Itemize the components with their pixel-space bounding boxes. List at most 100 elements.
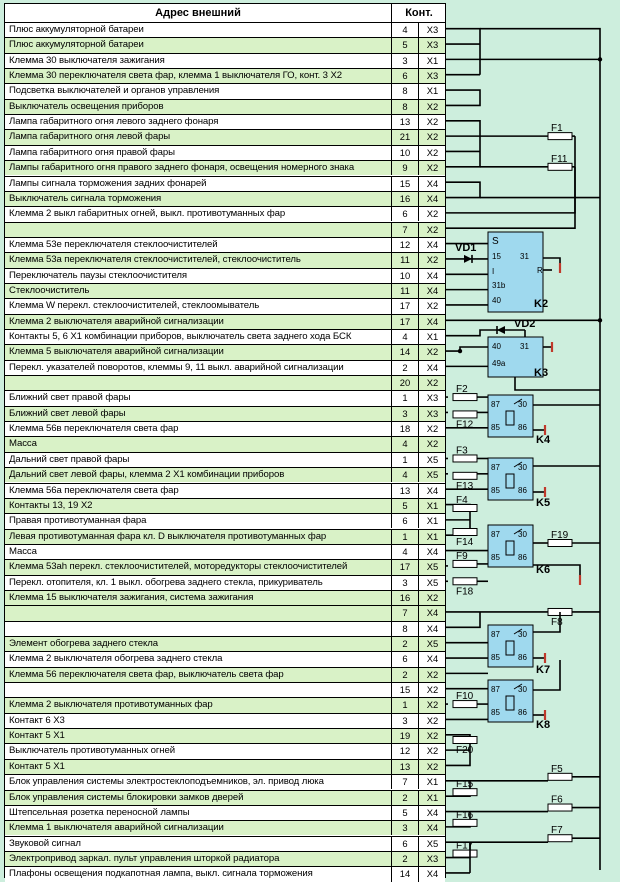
table-row: Клемма 53а переключателя стеклоочистител… (5, 252, 445, 268)
row-connector: X2 (418, 207, 446, 222)
wire (446, 136, 576, 214)
relay-terminal: 87 (491, 530, 500, 539)
row-connector: X2 (418, 729, 446, 744)
row-connector: X2 (418, 299, 446, 314)
row-connector: X4 (418, 176, 446, 191)
relay-coil (505, 540, 515, 556)
row-address: Правая противотуманная фара (9, 515, 147, 527)
row-connector: X4 (418, 821, 446, 836)
row-address: Клемма 5 выключателя аварийной сигнализа… (9, 346, 224, 358)
row-address: Переключатель паузы стеклоочистителя (9, 269, 187, 281)
row-address: Клемма 30 переключателя света фар, клемм… (9, 70, 342, 82)
row-connector: X2 (418, 161, 446, 176)
k2-terminal: S (492, 236, 499, 247)
row-connector: X1 (418, 498, 446, 514)
row-connector: X3 (418, 406, 446, 422)
wire (446, 119, 481, 168)
row-connector: X4 (418, 805, 446, 821)
row-connector: X5 (418, 452, 446, 468)
row-pin: 4 (391, 23, 418, 38)
fuse-f14 (452, 528, 478, 536)
relay-coil (505, 410, 515, 426)
row-address: Клемма 53а переключателя стеклоочистител… (9, 254, 301, 266)
row-pin: 1 (391, 452, 418, 468)
table-row: Левая противотуманная фара кл. D выключа… (5, 528, 445, 544)
row-pin: 17 (391, 560, 418, 575)
k2-terminal: 15 (492, 252, 501, 261)
row-connector: X2 (418, 99, 446, 115)
relay-k8 (487, 679, 534, 723)
row-pin: 14 (391, 867, 418, 882)
row-pin: 1 (391, 529, 418, 544)
row-pin: 15 (391, 176, 418, 191)
row-address: Выключатель противотуманных огней (9, 745, 175, 757)
row-pin: 2 (391, 790, 418, 805)
row-connector: X4 (418, 237, 446, 253)
row-connector: X4 (418, 314, 446, 329)
table-row: Электропривод заркал. пульт управления ш… (5, 850, 446, 867)
k3-terminal: 40 (492, 342, 501, 351)
table-row: Блок управления системы блокировки замко… (5, 789, 446, 805)
row-pin: 16 (391, 590, 418, 606)
row-pin: 3 (391, 53, 418, 68)
relay-k4 (487, 394, 534, 438)
row-address: Лампа габаритного огня левой фары (9, 131, 171, 143)
row-address: Лампы сигнала торможения задних фонарей (9, 177, 207, 189)
fuse-label: F13 (456, 481, 474, 492)
row-address: Клемма 56 переключателя света фар, выклю… (9, 668, 284, 680)
row-address: Клемма 1 выключателя аварийной сигнализа… (9, 822, 224, 834)
wire (533, 611, 561, 633)
wire (446, 166, 576, 230)
relay-terminal: 30 (518, 630, 527, 639)
relay-terminal: 85 (491, 653, 500, 662)
row-address: Контакты 5, 6 X1 комбинации приборов, вы… (9, 331, 352, 342)
row-address: Плафоны освещения подкапотная лампа, вык… (9, 868, 313, 880)
row-pin: 17 (391, 314, 418, 329)
relay-label: K6 (536, 564, 550, 576)
table-row: Блок управления системы электростеклопод… (5, 774, 445, 790)
relay-terminal: 30 (518, 530, 527, 539)
row-pin: 1 (391, 698, 418, 713)
row-connector: X3 (418, 851, 446, 867)
row-pin: 10 (391, 145, 418, 161)
row-address: Клемма 2 выключателя обогрева заднего ст… (9, 653, 223, 665)
fuse-f20 (452, 736, 478, 744)
row-address: Блок управления системы блокировки замко… (9, 791, 244, 803)
fuse-label: F17 (456, 841, 474, 852)
fuse-label: F11 (551, 154, 568, 165)
row-address: Контакт 5 X1 (9, 730, 65, 742)
row-connector: X5 (418, 575, 446, 590)
row-connector: X3 (418, 38, 446, 53)
table-row: Лампы сигнала торможения задних фонарей 1… (5, 175, 446, 191)
relay-k6 (487, 524, 534, 568)
wire (513, 528, 523, 535)
relay-terminal: 86 (518, 423, 527, 432)
row-connector: X1 (418, 790, 446, 805)
wire (513, 683, 523, 690)
row-connector: X5 (418, 560, 446, 575)
k3-terminal: 31 (520, 342, 529, 351)
row-pin: 6 (391, 514, 418, 529)
row-pin: 12 (391, 744, 418, 759)
row-address: Клемма 2 выкл габаритных огней, выкл. пр… (9, 208, 286, 220)
row-address: Масса (9, 438, 37, 450)
row-address: Лампа габаритного огня левого заднего фо… (9, 116, 219, 128)
row-pin: 8 (391, 99, 418, 115)
wire (446, 181, 481, 199)
row-pin: 21 (391, 130, 418, 145)
row-pin: 4 (391, 330, 418, 345)
row-address: Лампа габаритного огня правой фары (9, 146, 175, 158)
fuse-f18 (452, 577, 478, 586)
row-connector: X1 (418, 84, 446, 99)
header-address: Адрес внешний (155, 7, 241, 19)
row-pin: 13 (391, 115, 418, 130)
row-connector: X2 (418, 130, 446, 145)
relay-label: K7 (536, 664, 550, 676)
